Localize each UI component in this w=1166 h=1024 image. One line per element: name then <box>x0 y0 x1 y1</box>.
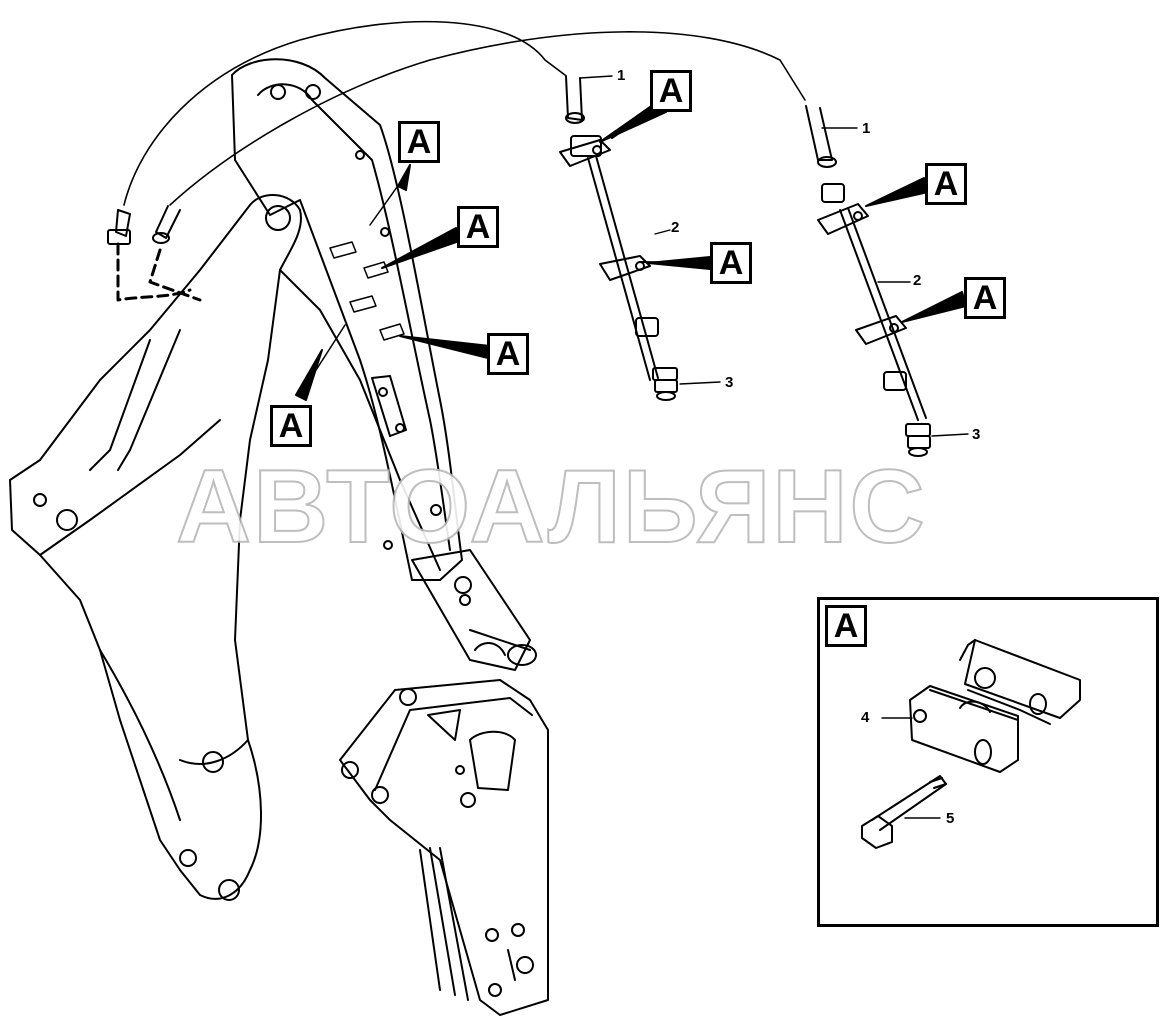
bucket-bracket <box>339 679 549 1016</box>
boom-clamps <box>329 241 405 341</box>
part-number-1-left: 1 <box>617 67 626 84</box>
part-number-2-right: 2 <box>913 272 922 289</box>
callout-a-top-center: A <box>650 70 692 112</box>
hose-routing-lines <box>123 20 806 206</box>
part-number-4: 4 <box>861 709 870 726</box>
part-number-3-left: 3 <box>725 374 734 391</box>
part-number-leaders <box>579 75 969 819</box>
loader-frame <box>9 193 441 901</box>
boom-arm <box>231 58 537 671</box>
part-number-5: 5 <box>946 810 955 827</box>
callout-a-boom-left: A <box>270 405 312 447</box>
watermark-text: АВТОАЛЬЯНС <box>175 448 927 566</box>
clamp-detail-drawing <box>861 639 1081 849</box>
hose-assembly-right <box>805 105 931 457</box>
callout-a-center: A <box>710 242 752 284</box>
part-number-1-right: 1 <box>862 120 871 137</box>
callout-a-right-upper: A <box>925 163 967 205</box>
part-number-3-right: 3 <box>972 426 981 443</box>
callout-a-boom-upper: A <box>398 121 440 163</box>
callout-a-boom-lower: A <box>487 333 529 375</box>
left-hose-ends <box>107 205 202 302</box>
part-number-2-left: 2 <box>671 219 680 236</box>
detail-inset-a: A <box>817 597 1159 927</box>
callout-a-boom-middle: A <box>457 206 499 248</box>
callout-leaders <box>295 99 967 401</box>
hose-assembly-left <box>559 75 678 401</box>
inset-label: A <box>825 605 867 647</box>
callout-a-right-middle: A <box>964 277 1006 319</box>
